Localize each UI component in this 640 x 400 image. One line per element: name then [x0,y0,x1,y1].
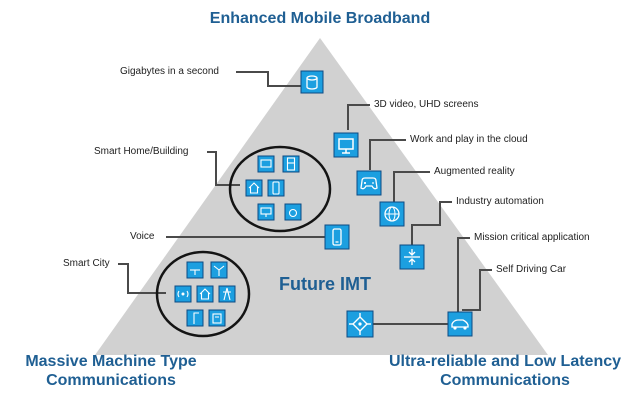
connector-3d-video [347,104,370,130]
connector-car [462,269,492,311]
connector-lines [118,71,492,325]
storage-cylinder-icon [300,70,324,94]
smart-home-cluster [228,145,332,233]
title-massive-machine-type: Massive Machine Type Communications [0,352,222,390]
title-ultra-line-2: Communications [440,372,570,389]
label-augmented-reality: Augmented reality [434,166,515,177]
title-massive-line-2: Communications [46,372,176,389]
title-enhanced-mobile-broadband: Enhanced Mobile Broadband [209,10,431,27]
label-self-driving-car: Self Driving Car [496,264,567,275]
power-tower-icon [218,285,236,303]
sensor-icon [174,285,192,303]
title-ultra-line-1: Ultra-reliable and Low Latency [388,353,622,370]
tv-icon [257,155,275,173]
gamepad-icon [356,170,382,196]
display-icon [257,203,275,221]
connector-mission [372,237,470,325]
house-icon [245,179,263,197]
connector-gigabytes [236,71,306,87]
streetlight-icon [186,309,204,327]
label-work-and-play-cloud: Work and play in the cloud [410,134,528,145]
phone-small-icon [267,179,285,197]
building-icon [208,309,226,327]
label-mission-critical-application: Mission critical application [474,232,590,243]
connector-smart-home [207,151,240,186]
washer-icon [284,203,302,221]
future-imt-label: Future IMT [279,274,371,294]
label-smart-home-building: Smart Home/Building [94,146,189,157]
label-smart-city: Smart City [63,258,110,269]
windmill-icon [210,261,228,279]
crosshair-icon [346,310,374,338]
smart-city-icons [174,261,236,327]
label-industry-automation: Industry automation [456,196,544,207]
monitor-icon [333,132,359,158]
label-gigabytes-in-a-second: Gigabytes in a second [120,66,219,77]
connector-cloud [369,139,406,170]
connector-ar [393,171,430,202]
turbine-icon [186,261,204,279]
globe-icon [379,201,405,227]
car-icon [447,311,473,337]
phone-icon [324,224,350,250]
title-massive-line-1: Massive Machine Type [25,353,197,370]
label-voice: Voice [130,231,155,242]
fridge-icon [282,155,300,173]
usage-triangle [95,38,548,355]
title-ultra-reliable-low-latency: Ultra-reliable and Low Latency Communica… [370,352,640,390]
connector-automation [411,201,452,248]
label-3d-video-uhd: 3D video, UHD screens [374,99,479,110]
city-home-icon [196,285,214,303]
smart-city-cluster [155,250,251,338]
automation-arrows-icon [399,244,425,270]
smart-home-icons [245,155,302,221]
connector-smart-city [118,263,166,294]
